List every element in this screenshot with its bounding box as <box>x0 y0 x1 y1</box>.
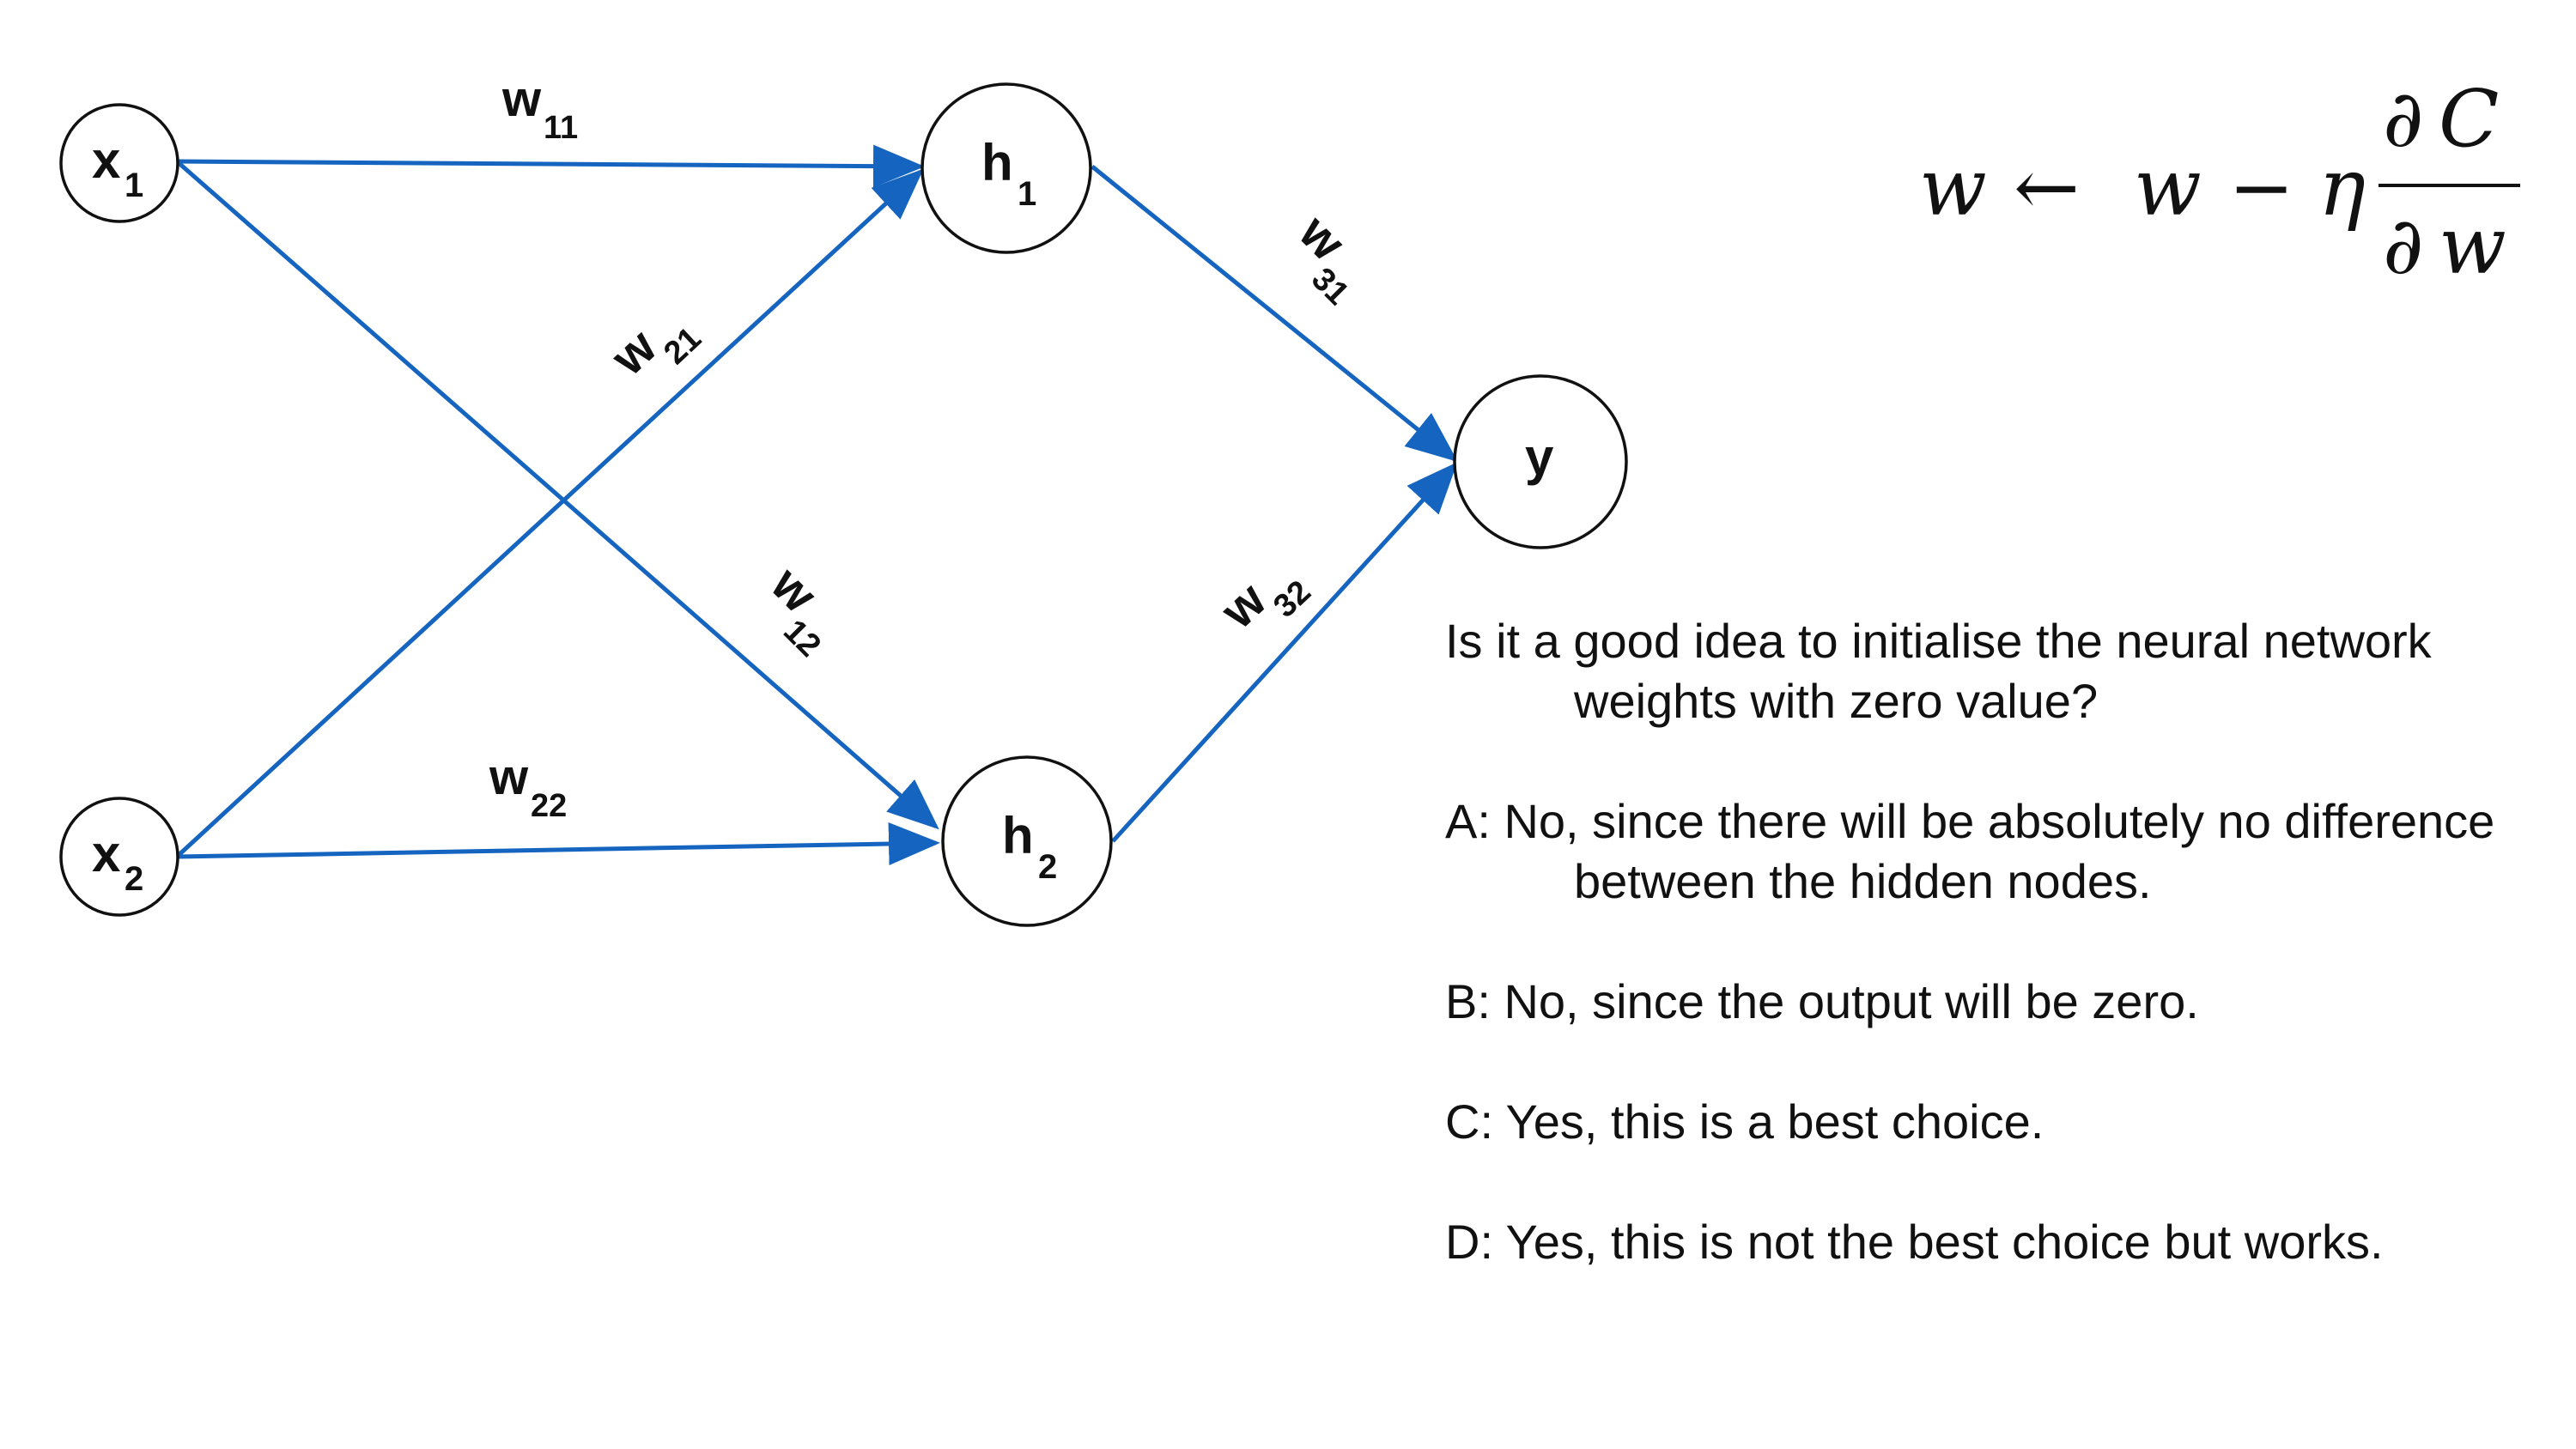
node-h2: h 2 <box>941 755 1113 927</box>
formula-w-denominator: w <box>2439 200 2506 292</box>
update-formula: w ← w − η ∂ C ∂ w <box>1919 73 2520 292</box>
weight-w32: w 32 <box>1210 572 1318 640</box>
edge-x2-h1 <box>175 168 924 858</box>
formula-partial-top: ∂ <box>2383 73 2424 165</box>
formula-arrow: ← <box>2014 142 2080 233</box>
node-x2-subscript: 2 <box>125 860 143 898</box>
question-text: Is it a good idea to initialise the neur… <box>1445 614 2432 728</box>
edge-h2-y <box>1111 462 1458 843</box>
weight-w21-label: w <box>600 318 668 387</box>
formula-eta: η <box>2318 142 2366 233</box>
node-x1: x 1 <box>59 103 179 223</box>
edge-x2-h2 <box>176 822 940 865</box>
node-h2-subscript: 2 <box>1038 848 1057 886</box>
node-h1-subscript: 1 <box>1018 175 1036 213</box>
weight-w12-subscript: 12 <box>776 613 828 664</box>
node-h2-label: h <box>1002 807 1034 864</box>
node-x1-label: x <box>92 131 120 189</box>
answer-option-a: A: No, since there will be absolutely no… <box>1445 794 2495 908</box>
node-h1: h 1 <box>920 82 1092 254</box>
formula-w-rhs: w <box>2134 142 2202 233</box>
answer-option-b: B: No, since the output will be zero. <box>1445 974 2199 1028</box>
node-y: y <box>1453 374 1628 549</box>
weight-w22: w 22 <box>489 749 567 824</box>
edge-h1-y <box>1091 165 1458 463</box>
question-block: Is it a good idea to initialise the neur… <box>1445 611 2518 1332</box>
formula-C: C <box>2439 73 2499 165</box>
formula-partial-bottom: ∂ <box>2383 200 2424 292</box>
answer-option-c: C: Yes, this is a best choice. <box>1445 1094 2044 1149</box>
node-x1-subscript: 1 <box>125 167 143 204</box>
node-x2: x 2 <box>59 797 179 917</box>
weight-w31: w 31 <box>1288 204 1356 312</box>
edge-x1-h1 <box>176 144 925 188</box>
edge-x1-h2 <box>175 160 939 830</box>
weight-w11-label: w <box>501 71 542 127</box>
weight-w21-subscript: 21 <box>657 320 708 372</box>
weight-w11-subscript: 11 <box>544 110 578 146</box>
node-y-label: y <box>1525 428 1554 486</box>
weight-w12: w 12 <box>760 556 828 664</box>
weight-w22-label: w <box>489 749 529 805</box>
formula-minus: − <box>2228 142 2294 233</box>
weight-w31-subscript: 31 <box>1304 261 1356 312</box>
weight-w12-label: w <box>760 556 828 624</box>
weight-w31-label: w <box>1288 204 1356 272</box>
node-h1-label: h <box>981 134 1013 191</box>
formula-w-lhs: w <box>1919 142 1987 233</box>
weight-w11: w 11 <box>501 71 578 146</box>
weight-w32-subscript: 32 <box>1267 573 1318 625</box>
answer-option-d: D: Yes, this is not the best choice but … <box>1445 1215 2384 1269</box>
node-x2-label: x <box>92 825 120 882</box>
weight-w22-subscript: 22 <box>531 788 567 824</box>
weight-w32-label: w <box>1210 572 1278 640</box>
